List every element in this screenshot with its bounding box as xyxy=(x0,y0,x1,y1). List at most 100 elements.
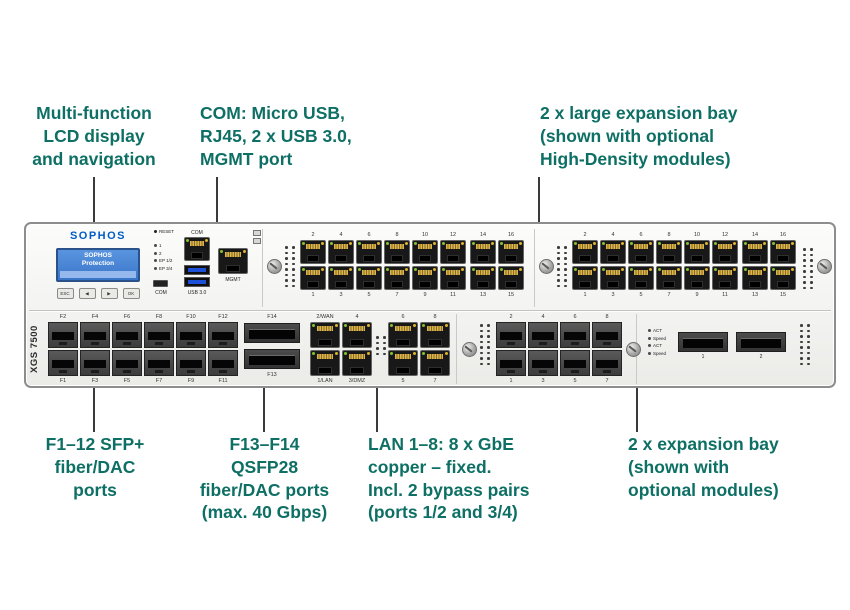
led-row: EP 3/4 xyxy=(154,266,172,271)
rj45-port xyxy=(342,350,372,376)
callout-line-lcd xyxy=(93,177,95,222)
rj45-port xyxy=(384,266,410,290)
callout-line-qsfp xyxy=(263,388,265,432)
rj45-port xyxy=(388,322,418,348)
port-label: F7 xyxy=(155,378,163,384)
com-rj45-port xyxy=(184,237,210,261)
port-label: 4 xyxy=(541,314,545,320)
led-row: 2 xyxy=(154,251,172,256)
port-label: 2 xyxy=(759,354,763,360)
port-label: F13 xyxy=(267,372,277,378)
sfp-port xyxy=(176,322,206,348)
usb-port xyxy=(184,265,210,275)
port-label: 7 xyxy=(605,378,609,384)
sfp-port xyxy=(144,350,174,376)
sfp-port xyxy=(144,322,174,348)
led-row: Speed xyxy=(648,336,666,341)
port-label: F1 xyxy=(59,378,67,384)
rj45-port xyxy=(498,266,524,290)
thumbscrew xyxy=(539,259,554,274)
sfp-port xyxy=(208,350,238,376)
qsfp-port xyxy=(244,323,300,343)
sfp-port xyxy=(592,322,622,348)
port-label: 1 xyxy=(701,354,705,360)
led-grid xyxy=(803,248,813,289)
port-label: 9 xyxy=(695,292,699,298)
port-label: 16 xyxy=(507,232,515,238)
rj45-port xyxy=(742,266,768,290)
led-row: ACT xyxy=(648,328,666,333)
panel-seam xyxy=(534,229,535,307)
port-label: 3/DMZ xyxy=(348,378,366,384)
port-label: 7 xyxy=(395,292,399,298)
panel-seam xyxy=(29,310,831,312)
rj45-port xyxy=(440,240,466,264)
rj45-port xyxy=(440,266,466,290)
bypass-indicator-dots xyxy=(376,336,386,355)
rj45-port xyxy=(742,240,768,264)
thumbscrew xyxy=(462,342,477,357)
exp-bay-qsfp-port-1 xyxy=(678,332,728,352)
port-label: 3 xyxy=(541,378,545,384)
rj45-port xyxy=(600,266,626,290)
led-row: Speed xyxy=(648,351,666,356)
port-label: 1/LAN xyxy=(317,378,333,384)
port-label: 7 xyxy=(433,378,437,384)
usb3-ports xyxy=(184,265,210,287)
rj45-port xyxy=(412,266,438,290)
rj45-port xyxy=(388,350,418,376)
port-label: 6 xyxy=(367,232,371,238)
selector-switch xyxy=(253,230,261,244)
annotation-exp-bays: 2 x expansion bay (shown with optional m… xyxy=(628,434,779,500)
rj45-port xyxy=(420,322,450,348)
port-label: 13 xyxy=(751,292,759,298)
rj45-port xyxy=(656,266,682,290)
sfp-port xyxy=(560,350,590,376)
lcd-text: SOPHOS Protection xyxy=(81,252,115,268)
port-label: 6 xyxy=(639,232,643,238)
sfp-port xyxy=(592,350,622,376)
callout-line-large-bays xyxy=(538,177,540,222)
port-label: 11 xyxy=(722,292,728,298)
annotation-lcd: Multi-function LCD display and navigatio… xyxy=(32,103,156,169)
port-label: 7 xyxy=(667,292,671,298)
callout-line-com xyxy=(216,177,218,222)
rj45-port xyxy=(572,240,598,264)
port-label: F14 xyxy=(267,314,277,320)
port-label: 2 xyxy=(583,232,587,238)
mgmt-port xyxy=(218,248,248,274)
led-grid xyxy=(557,246,567,287)
led-grid xyxy=(800,324,810,365)
port-label: 3 xyxy=(339,292,343,298)
port-label: 2 xyxy=(509,314,513,320)
appliance-chassis: XGS 7500 SOPHOS SOPHOS Protection ESC ◀ … xyxy=(24,222,836,388)
port-label: 5 xyxy=(573,378,577,384)
rj45-port xyxy=(600,240,626,264)
port-label: F11 xyxy=(218,378,228,384)
port-label: F4 xyxy=(91,314,99,320)
reset-label: RESET xyxy=(159,229,175,234)
port-label: 8 xyxy=(395,232,399,238)
sfp-port xyxy=(80,350,110,376)
sfp-port xyxy=(48,350,78,376)
port-label: 4 xyxy=(339,232,343,238)
